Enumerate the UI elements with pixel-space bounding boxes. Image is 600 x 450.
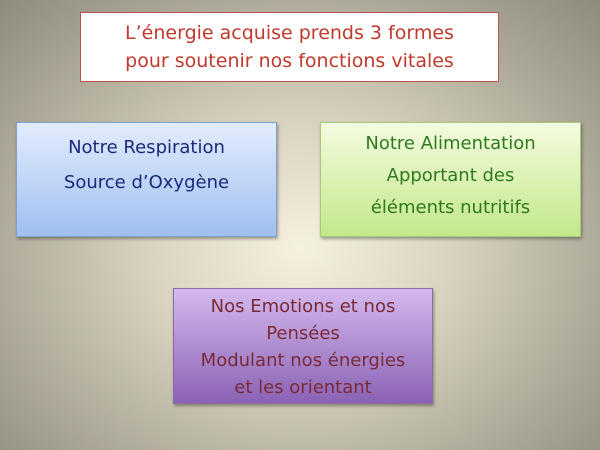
alimentation-box: Notre Alimentation Apportant des élément… xyxy=(320,122,581,237)
respiration-line-1: Notre Respiration xyxy=(68,137,225,158)
alimentation-line-1: Notre Alimentation xyxy=(365,133,536,154)
slide-title-box: L’énergie acquise prends 3 formes pour s… xyxy=(80,12,499,82)
respiration-box: Notre Respiration Source d’Oxygène xyxy=(16,122,277,237)
emotions-line-2: Pensées xyxy=(266,323,340,344)
title-line-2: pour soutenir nos fonctions vitales xyxy=(125,50,454,72)
emotions-line-4: et les orientant xyxy=(234,377,372,398)
title-line-1: L’énergie acquise prends 3 formes xyxy=(125,22,454,44)
emotions-box: Nos Emotions et nos Pensées Modulant nos… xyxy=(173,288,433,404)
alimentation-line-2: Apportant des xyxy=(386,165,515,186)
respiration-line-2: Source d’Oxygène xyxy=(63,172,230,193)
emotions-line-3: Modulant nos énergies xyxy=(200,350,406,371)
alimentation-line-3: éléments nutritifs xyxy=(370,197,531,218)
emotions-line-1: Nos Emotions et nos xyxy=(210,296,396,317)
